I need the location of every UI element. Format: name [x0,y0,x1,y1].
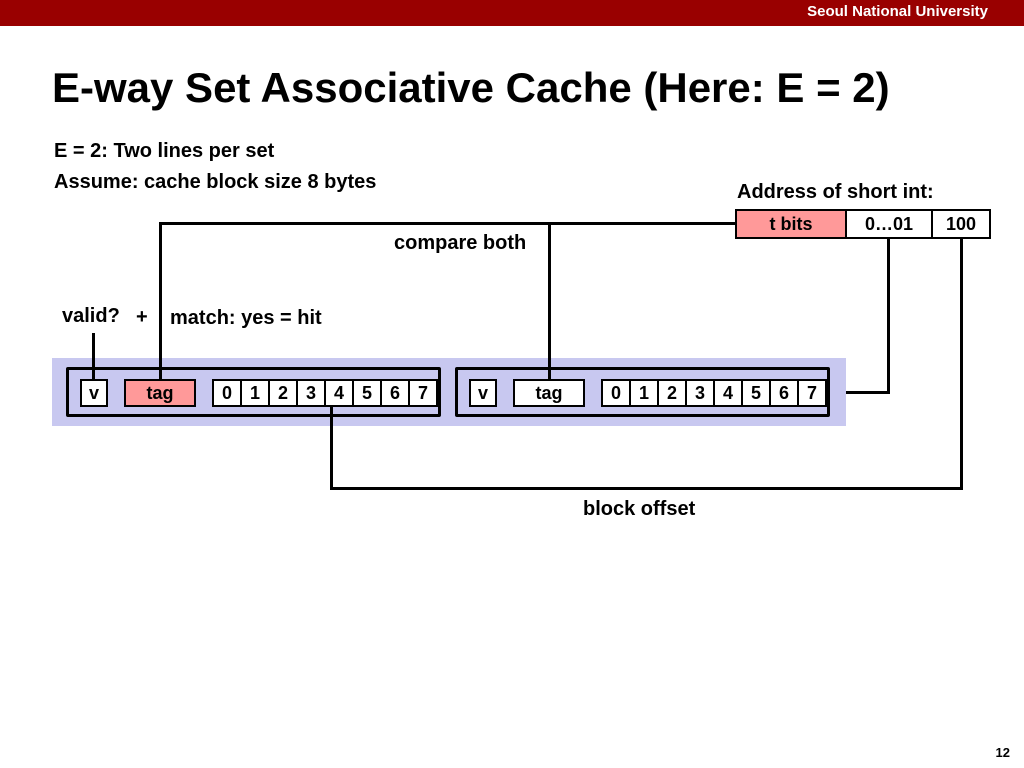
description-line-2: Assume: cache block size 8 bytes [54,171,377,193]
header-bar: Seoul National University [0,0,1024,26]
match-label: match: yes = hit [170,307,322,329]
line-2-byte-2: 2 [657,379,687,407]
line-1-byte-7: 7 [408,379,438,407]
description-line-1: E = 2: Two lines per set [54,140,275,162]
line-1-byte-5: 5 [352,379,382,407]
offset-wire-right [960,238,963,490]
offset-wire-to-byte [330,406,333,490]
line-2-byte-3: 3 [685,379,715,407]
set-index-wire-horizontal [846,391,890,394]
line-2-tag: tag [513,379,585,407]
offset-wire-bottom [330,487,963,490]
address-caption: Address of short int: [737,181,934,203]
line-2-byte-7: 7 [797,379,827,407]
line-1-byte-2: 2 [268,379,298,407]
cache-line-2 [455,367,830,417]
plus-label: + [136,306,148,328]
line-1-tag: tag [124,379,196,407]
address-tag-field: t bits [735,209,847,239]
line-2-valid-bit: v [469,379,497,407]
valid-label: valid? [62,305,120,327]
compare-wire-line-2 [548,222,551,380]
address-set-field: 0…01 [845,209,933,239]
compare-wire-line-1 [159,222,162,380]
set-index-wire-vertical [887,238,890,394]
valid-wire [92,333,95,380]
line-1-byte-1: 1 [240,379,270,407]
address-offset-field: 100 [931,209,991,239]
line-2-byte-6: 6 [769,379,799,407]
line-1-byte-3: 3 [296,379,326,407]
line-2-byte-0: 0 [601,379,631,407]
line-2-byte-5: 5 [741,379,771,407]
cache-line-1 [66,367,441,417]
line-2-byte-4: 4 [713,379,743,407]
university-name: Seoul National University [807,3,988,20]
page-number: 12 [995,745,1010,760]
slide-title: E-way Set Associative Cache (Here: E = 2… [52,64,890,111]
line-1-valid-bit: v [80,379,108,407]
line-2-byte-1: 1 [629,379,659,407]
line-1-byte-6: 6 [380,379,410,407]
block-offset-label: block offset [583,498,696,520]
compare-wire-horizontal [160,222,736,225]
line-1-byte-4: 4 [324,379,354,407]
line-1-byte-0: 0 [212,379,242,407]
compare-both-label: compare both [394,232,527,254]
